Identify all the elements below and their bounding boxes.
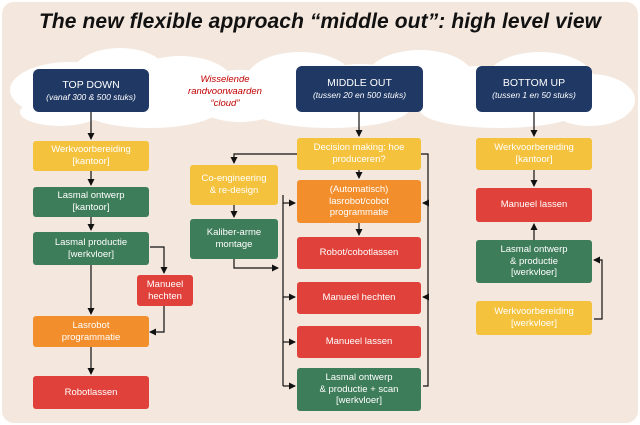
box-mo-lasrobot-programmatie: (Automatisch) lasrobot/cobot programmati… bbox=[297, 180, 421, 223]
box-bu-manueel-lassen: Manueel lassen bbox=[476, 188, 592, 222]
connector-bu-3 bbox=[593, 256, 603, 320]
header-top-down: TOP DOWN (vanaf 300 & 500 stuks) bbox=[33, 69, 149, 112]
box-td-lasmal-productie: Lasmal productie [werkvloer] bbox=[33, 232, 149, 265]
box-mo-manueel-lassen: Manueel lassen bbox=[297, 326, 421, 358]
box-mo-co-engineering: Co-engineering & re-design bbox=[190, 165, 278, 205]
page-title: The new flexible approach “middle out”: … bbox=[38, 10, 602, 33]
connector-mo-2 bbox=[230, 153, 297, 164]
header-bottom-up: BOTTOM UP (tussen 1 en 50 stuks) bbox=[476, 66, 592, 112]
box-bu-werkvoorbereiding-werkvloer: Werkvoorbereiding [werkvloer] bbox=[476, 301, 592, 335]
cloud-label: Wisselende randvoorwaarden “cloud” bbox=[188, 74, 262, 109]
connector-td-5 bbox=[149, 306, 165, 336]
connector-td-4 bbox=[150, 246, 168, 274]
connector-mo-trunk-right bbox=[421, 153, 429, 387]
box-td-lasmal-ontwerp: Lasmal ontwerp [kantoor] bbox=[33, 187, 149, 217]
box-mo-manueel-hechten: Manueel hechten bbox=[297, 282, 421, 314]
box-td-manueel-hechten: Manueel hechten bbox=[137, 275, 193, 306]
box-td-werkvoorbereiding: Werkvoorbereiding [kantoor] bbox=[33, 141, 149, 171]
box-mo-kaliber-arme-montage: Kaliber-arme montage bbox=[190, 219, 278, 259]
box-td-robotlassen: Robotlassen bbox=[33, 376, 149, 409]
box-bu-lasmal-ontwerp-productie: Lasmal ontwerp & productie [werkvloer] bbox=[476, 240, 592, 283]
box-mo-decision-making: Decision making: hoe produceren? bbox=[297, 138, 421, 170]
box-mo-robot-cobotlassen: Robot/cobotlassen bbox=[297, 237, 421, 269]
box-td-lasrobot-programmatie: Lasrobot programmatie bbox=[33, 316, 149, 347]
header-middle-out: MIDDLE OUT (tussen 20 en 500 stuks) bbox=[296, 66, 423, 112]
box-mo-lasmal-ontwerp-productie-scan: Lasmal ontwerp & productie + scan [werkv… bbox=[297, 368, 421, 411]
connector-mo-4 bbox=[233, 259, 279, 272]
box-bu-werkvoorbereiding-kantoor: Werkvoorbereiding [kantoor] bbox=[476, 138, 592, 170]
